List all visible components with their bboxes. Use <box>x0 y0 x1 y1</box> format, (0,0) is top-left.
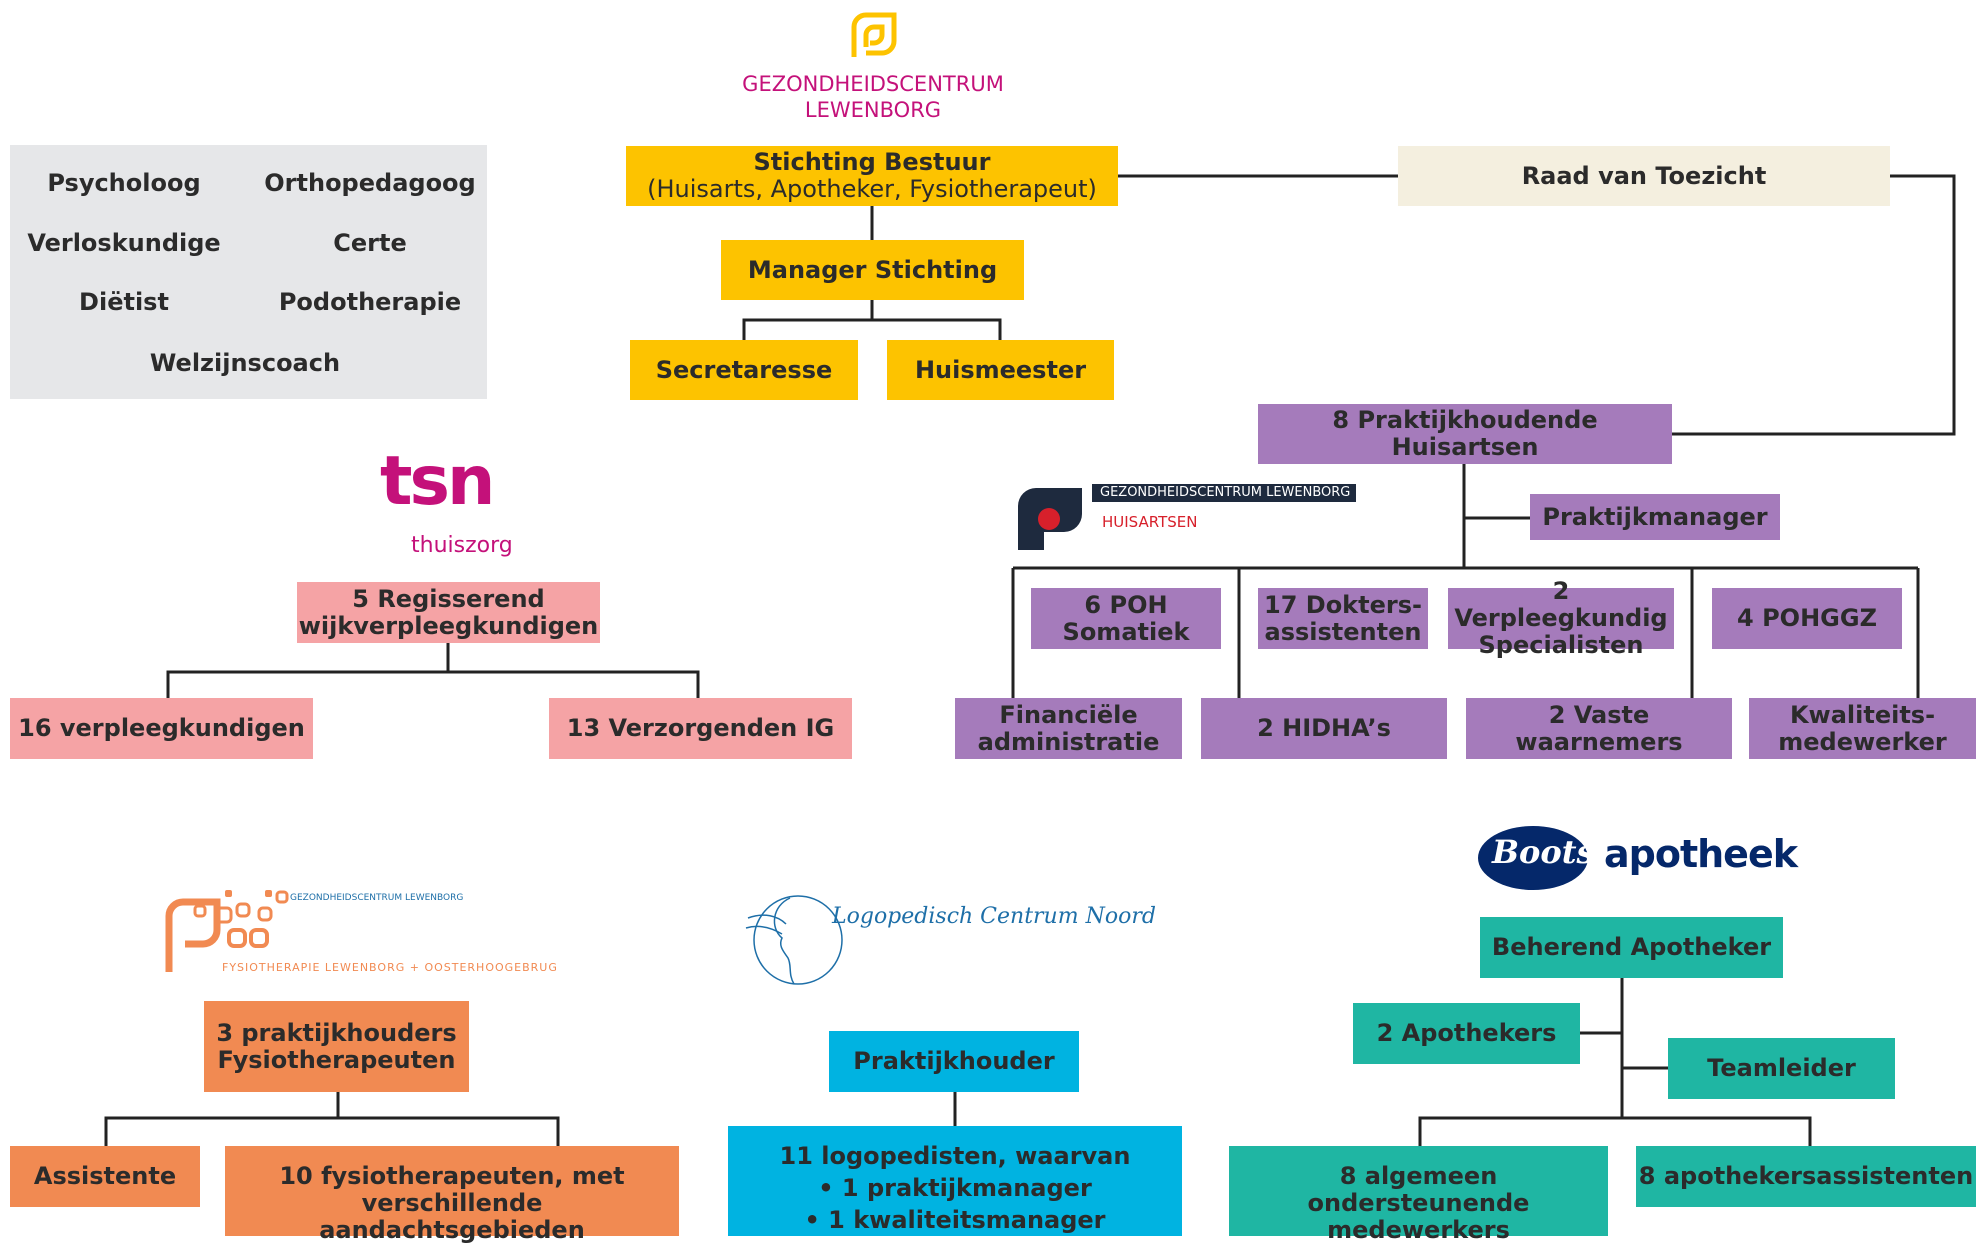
beherend-apotheker-label: Beherend Apotheker <box>1491 933 1772 961</box>
fysio-assistente-label: Assistente <box>33 1162 177 1190</box>
tsn-logo: tsn <box>380 442 495 521</box>
boots-logo-text: Boots <box>1492 833 1595 871</box>
poh-somatiek-line1: 6 POH <box>1084 590 1168 619</box>
doktersassistenten-line2: assistenten <box>1264 617 1422 646</box>
praktijkhoudende-huisartsen-box: 8 Praktijkhoudende Huisartsen <box>1258 404 1672 464</box>
stichting-bestuur-box: Stichting Bestuur (Huisarts, Apotheker, … <box>626 146 1118 206</box>
kwaliteitsmedewerker-line2: medewerker <box>1778 727 1947 756</box>
tsn-regisserend-line2: wijkverpleegkundigen <box>298 611 599 640</box>
praktijkmanager-label: Praktijkmanager <box>1542 502 1768 531</box>
raad-van-toezicht-label: Raad van Toezicht <box>1521 161 1767 190</box>
certe-label: Certe <box>333 229 407 257</box>
ondersteunende-medewerkers-box: 8 algemeen ondersteunende medewerkers <box>1229 1146 1608 1244</box>
secretaresse-box: Secretaresse <box>630 340 858 400</box>
pohggz-box: 4 POHGGZ <box>1712 588 1902 649</box>
logopedisten-line3: • 1 kwaliteitsmanager <box>804 1206 1106 1234</box>
teamleider-box: Teamleider <box>1668 1038 1895 1099</box>
huisartsen-logo-line1: GEZONDHEIDSCENTRUM LEWENBORG <box>1100 485 1351 500</box>
kwaliteitsmedewerker-line1: Kwaliteits- <box>1789 700 1936 729</box>
apotheek-logo-text: apotheek <box>1604 832 1798 876</box>
raad-van-toezicht-box: Raad van Toezicht <box>1398 146 1890 206</box>
logopedisch-logo-icon <box>745 895 843 985</box>
logopedie-praktijkhouder-box: Praktijkhouder <box>829 1031 1079 1092</box>
tsn-verpleegkundigen-label: 16 verpleegkundigen <box>18 714 305 742</box>
huisartsen-logo-icon <box>1018 488 1082 550</box>
kwaliteitsmedewerker-box: Kwaliteits- medewerker <box>1749 698 1976 759</box>
manager-stichting-label: Manager Stichting <box>747 255 998 284</box>
tsn-logo-sub: thuiszorg <box>411 533 513 558</box>
logo-main-line1: GEZONDHEIDSCENTRUM <box>742 72 1004 96</box>
logo-main-line2: LEWENBORG <box>804 98 942 122</box>
stichting-bestuur-subtitle: (Huisarts, Apotheker, Fysiotherapeut) <box>647 175 1097 203</box>
huismeester-box: Huismeester <box>887 340 1114 400</box>
fysiotherapeuten-line1: 10 fysiotherapeuten, met <box>279 1162 625 1190</box>
podotherapie-label: Podotherapie <box>278 288 462 316</box>
dietist-label: Diëtist <box>79 288 169 316</box>
praktijkhoudende-huisartsen-label: 8 Praktijkhoudende Huisartsen <box>1332 406 1598 461</box>
huismeester-label: Huismeester <box>914 355 1087 384</box>
manager-stichting-box: Manager Stichting <box>721 240 1024 300</box>
stichting-bestuur-title: Stichting Bestuur <box>753 148 991 176</box>
financiele-administratie-line2: administratie <box>977 727 1160 756</box>
secretaresse-label: Secretaresse <box>655 355 833 384</box>
teamleider-label: Teamleider <box>1707 1054 1856 1082</box>
verpleegkundig-specialisten-line2: Specialisten <box>1478 631 1644 659</box>
fysio-assistente-box: Assistente <box>10 1146 200 1207</box>
poh-somatiek-box: 6 POH Somatiek <box>1031 588 1221 649</box>
hidhas-box: 2 HIDHA’s <box>1201 698 1447 759</box>
fysio-logo-top: GEZONDHEIDSCENTRUM LEWENBORG <box>290 893 464 903</box>
vaste-waarnemers-box: 2 Vaste waarnemers <box>1466 698 1732 759</box>
huisartsen-logo-line2: HUISARTSEN <box>1102 513 1198 531</box>
apothekers-box: 2 Apothekers <box>1353 1003 1580 1064</box>
doktersassistenten-box: 17 Dokters- assistenten <box>1258 588 1428 649</box>
welzijnscoach-label: Welzijnscoach <box>149 349 341 377</box>
fysio-praktijkhouders-line1: 3 praktijkhouders <box>216 1018 457 1047</box>
hidhas-label: 2 HIDHA’s <box>1257 714 1391 742</box>
ondersteunende-medewerkers-line2: medewerkers <box>1327 1216 1510 1244</box>
logopedisten-box: 11 logopedisten, waarvan • 1 praktijkman… <box>728 1126 1182 1236</box>
verpleegkundig-specialisten-box: 2 Verpleegkundig Specialisten <box>1448 578 1674 659</box>
verloskundige-label: Verloskundige <box>27 229 221 257</box>
financiele-administratie-line1: Financiële <box>999 700 1138 729</box>
vaste-waarnemers-label: 2 Vaste waarnemers <box>1515 700 1683 756</box>
ondersteunende-medewerkers-line1: 8 algemeen ondersteunende <box>1307 1162 1530 1217</box>
apothekersassistenten-label: 8 apothekersassistenten <box>1638 1162 1974 1190</box>
fysiotherapie-logo-icon <box>165 890 289 972</box>
other-disciplines-panel <box>10 145 487 399</box>
logopedisten-line2: • 1 praktijkmanager <box>818 1174 1092 1202</box>
praktijkmanager-box: Praktijkmanager <box>1530 494 1780 540</box>
logopedisten-line1: 11 logopedisten, waarvan <box>779 1142 1131 1170</box>
fysio-praktijkhouders-box: 3 praktijkhouders Fysiotherapeuten <box>204 1001 469 1092</box>
financiele-administratie-box: Financiële administratie <box>955 698 1182 759</box>
fysiotherapeuten-box: 10 fysiotherapeuten, met verschillende a… <box>225 1146 679 1244</box>
huisartsen-logo-banner <box>1092 484 1356 502</box>
tsn-verzorgenden-label: 13 Verzorgenden IG <box>566 714 835 742</box>
beherend-apotheker-box: Beherend Apotheker <box>1480 917 1783 978</box>
gezondheidscentrum-logo-icon <box>851 12 897 57</box>
psycholoog-label: Psycholoog <box>47 169 201 197</box>
logopedie-praktijkhouder-label: Praktijkhouder <box>853 1047 1055 1075</box>
tsn-verzorgenden-box: 13 Verzorgenden IG <box>549 698 852 759</box>
pohggz-label: 4 POHGGZ <box>1737 604 1877 632</box>
verpleegkundig-specialisten-line1: 2 Verpleegkundig <box>1454 577 1668 632</box>
tsn-verpleegkundigen-box: 16 verpleegkundigen <box>10 698 313 759</box>
apothekersassistenten-box: 8 apothekersassistenten <box>1636 1146 1976 1207</box>
doktersassistenten-line1: 17 Dokters- <box>1264 590 1422 619</box>
fysio-logo-bottom: FYSIOTHERAPIE LEWENBORG + OOSTERHOOGEBRU… <box>222 961 558 974</box>
apothekers-label: 2 Apothekers <box>1376 1019 1557 1047</box>
poh-somatiek-line2: Somatiek <box>1062 617 1190 646</box>
fysio-praktijkhouders-line2: Fysiotherapeuten <box>217 1045 456 1074</box>
tsn-regisserend-line1: 5 Regisserend <box>352 584 545 613</box>
logopedisch-logo-text: Logopedisch Centrum Noord <box>832 904 1156 929</box>
boots-logo-icon <box>1478 826 1588 890</box>
orthopedagoog-label: Orthopedagoog <box>264 169 476 197</box>
tsn-regisserend-box: 5 Regisserend wijkverpleegkundigen <box>297 582 600 643</box>
